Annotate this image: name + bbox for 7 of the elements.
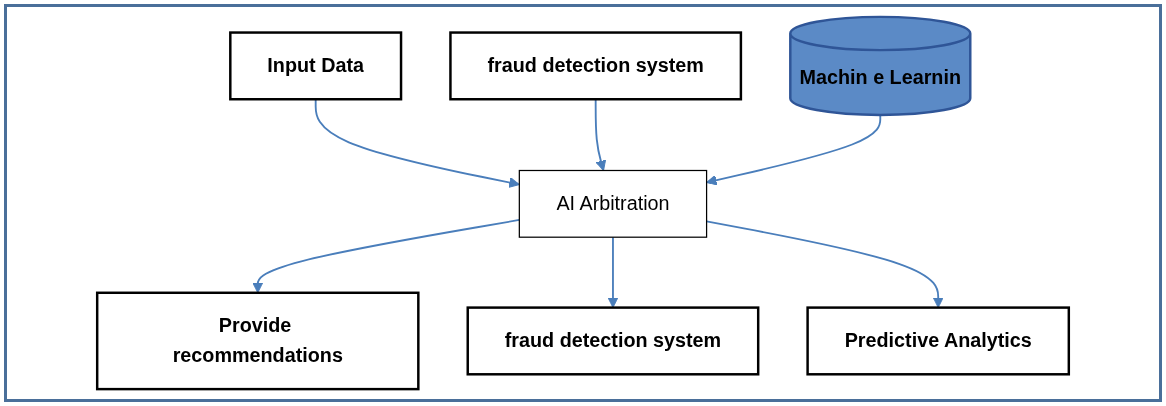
node-box: Provide recommendations	[95, 291, 420, 391]
node-box: Predictive Analytics	[806, 306, 1071, 376]
node-box: fraud detection system	[466, 306, 760, 376]
node-box: AI Arbitration	[518, 169, 708, 238]
arrow	[706, 114, 882, 186]
node-box: Input Data	[229, 31, 403, 101]
node-box: fraud detection system	[449, 31, 743, 101]
